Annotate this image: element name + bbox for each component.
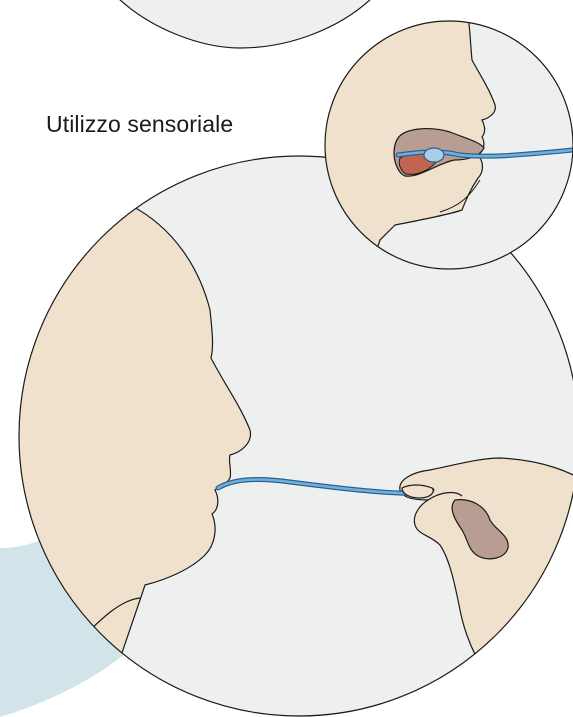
top-circle-illustration [118,0,372,48]
caption-label: Utilizzo sensoriale [46,111,233,138]
